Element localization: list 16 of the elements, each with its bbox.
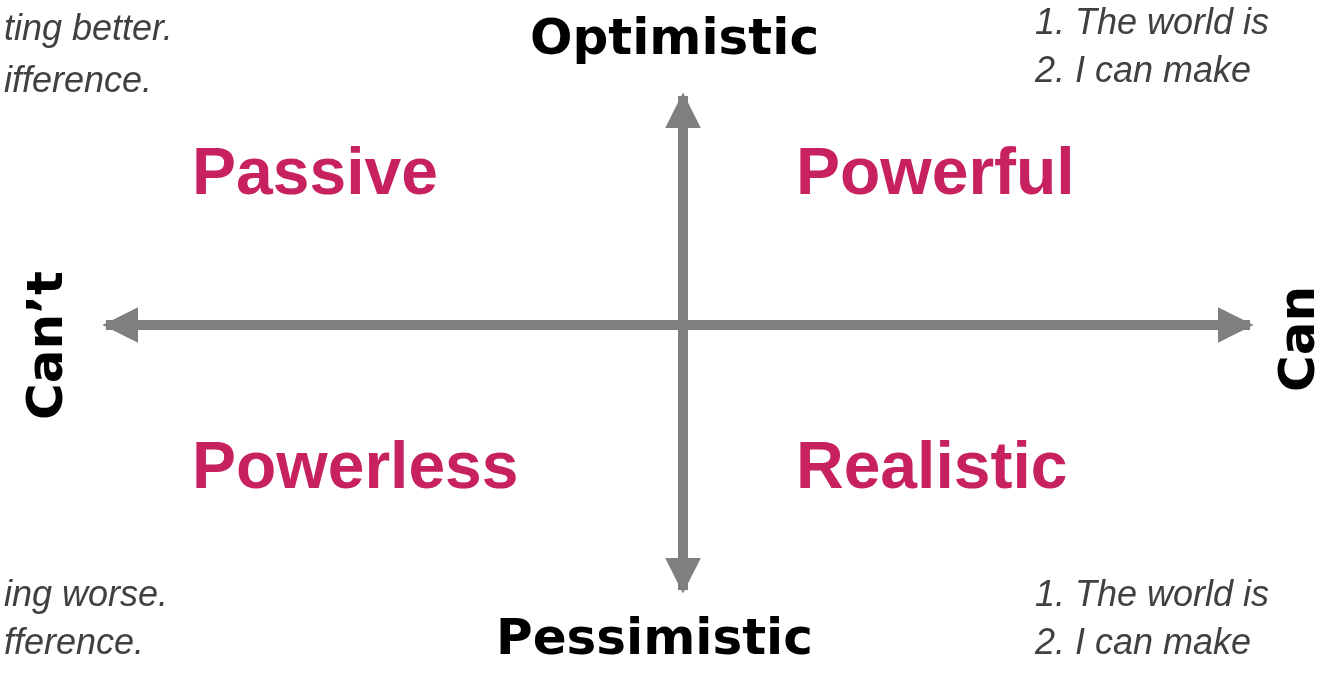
note-text: 1. The world is [1035, 4, 1270, 40]
quadrant-label: Powerful [796, 138, 1075, 204]
note-text: ifference. [4, 62, 153, 98]
quadrant-label: Realistic [796, 432, 1068, 498]
note-text: fference. [4, 624, 145, 660]
axis-label: Can’t [20, 271, 70, 420]
axis-label: Pessimistic [496, 612, 813, 662]
axis-label: Optimistic [530, 12, 819, 62]
axis-label: Can [1272, 285, 1322, 392]
note-text: 2. I can make [1035, 624, 1252, 660]
note-text: 1. The world is [1035, 576, 1270, 612]
quadrant-label: Powerless [192, 432, 519, 498]
quadrant-label: Passive [192, 138, 438, 204]
note-text: ing worse. [4, 576, 169, 612]
note-text: 2. I can make [1035, 52, 1252, 88]
note-text: ting better. [4, 10, 173, 46]
